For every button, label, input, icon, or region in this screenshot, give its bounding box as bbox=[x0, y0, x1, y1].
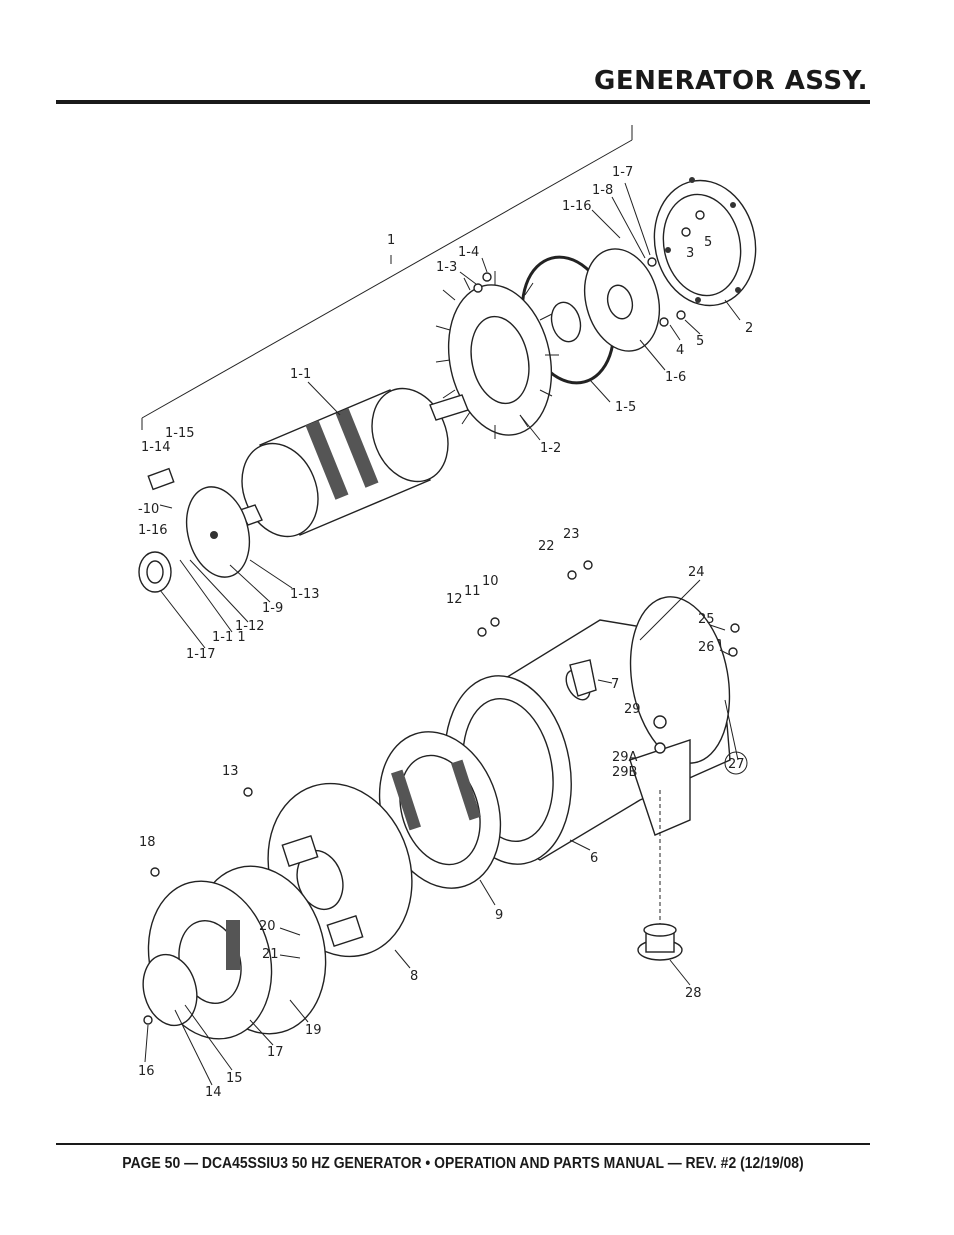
callout-1-16a: 1-16 bbox=[562, 199, 592, 214]
callout-5b: 5 bbox=[696, 334, 704, 349]
callout-22: 22 bbox=[538, 539, 555, 554]
callout-13: 13 bbox=[222, 764, 239, 779]
rear-cover-part bbox=[142, 865, 327, 1040]
callout-7: 7 bbox=[611, 677, 619, 692]
callout-1-3: 1-3 bbox=[436, 260, 457, 275]
rotor-part bbox=[238, 387, 469, 538]
callout-1-13: 1-13 bbox=[290, 587, 320, 602]
callout-1-17: 1-17 bbox=[186, 647, 216, 662]
leader-lines bbox=[144, 182, 741, 1086]
cooling-fan-part bbox=[435, 271, 559, 439]
callout-23: 23 bbox=[563, 527, 580, 542]
callout-1-5: 1-5 bbox=[615, 400, 636, 415]
callout-29B: 29B bbox=[612, 765, 637, 780]
callout-1-2: 1-2 bbox=[540, 441, 561, 456]
callout-25: 25 bbox=[698, 612, 715, 627]
callout-1-16b: 1-16 bbox=[138, 523, 168, 538]
callout-3: 3 bbox=[686, 246, 694, 261]
callout-1-9: 1-9 bbox=[262, 601, 283, 616]
callout-16: 16 bbox=[138, 1064, 155, 1079]
callout-11: 11 bbox=[464, 584, 481, 599]
callout-19: 19 bbox=[305, 1023, 322, 1038]
assembly-bracket bbox=[141, 125, 633, 430]
callout-2: 2 bbox=[745, 321, 753, 336]
callout-26: 26 bbox=[698, 640, 715, 655]
callout-28: 28 bbox=[685, 986, 702, 1001]
callout-12: 12 bbox=[446, 592, 463, 607]
callout-10: 10 bbox=[482, 574, 499, 589]
callout-1-6: 1-6 bbox=[665, 370, 686, 385]
callout-8: 8 bbox=[410, 969, 418, 984]
callout-29: 29 bbox=[624, 702, 641, 717]
end-cover-part bbox=[653, 177, 757, 307]
page-footer: PAGE 50 — DCA45SSIU3 50 HZ GENERATOR • O… bbox=[122, 1155, 804, 1172]
callout-27: 27 bbox=[728, 757, 745, 772]
exciter-plate-part bbox=[138, 467, 251, 593]
callout-1-14: 1-14 bbox=[141, 440, 171, 455]
callout-1: 1 bbox=[387, 233, 395, 248]
footer-rule bbox=[56, 1143, 870, 1145]
callout-18: 18 bbox=[139, 835, 156, 850]
hardware-parts bbox=[143, 210, 740, 1025]
callout-6: 6 bbox=[590, 851, 598, 866]
callout-1-10: -10 bbox=[138, 502, 159, 517]
callout-1-1: 1-1 bbox=[290, 367, 311, 382]
callout-1-8: 1-8 bbox=[592, 183, 613, 198]
callout-4: 4 bbox=[676, 343, 684, 358]
callout-24: 24 bbox=[688, 565, 705, 580]
callout-20: 20 bbox=[259, 919, 276, 934]
callout-21: 21 bbox=[262, 947, 279, 962]
callout-1-12: 1-12 bbox=[235, 619, 265, 634]
callout-29A: 29A bbox=[612, 750, 638, 765]
callout-17: 17 bbox=[267, 1045, 284, 1060]
callout-1-4: 1-4 bbox=[458, 245, 479, 260]
callout-27-circle bbox=[724, 751, 748, 775]
header-rule bbox=[56, 100, 870, 104]
callout-9: 9 bbox=[495, 908, 503, 923]
callout-15: 15 bbox=[226, 1071, 243, 1086]
callout-labels: 1 1-1 1-2 1-3 1-4 1-5 1-6 1-7 1-8 1-16 2… bbox=[138, 165, 753, 1100]
callout-14: 14 bbox=[205, 1085, 222, 1100]
vibration-mount-part bbox=[637, 790, 683, 961]
callout-1-7: 1-7 bbox=[612, 165, 633, 180]
callout-1-15: 1-15 bbox=[165, 426, 195, 441]
exciter-stator-part bbox=[378, 731, 502, 889]
callout-5a: 5 bbox=[704, 235, 712, 250]
page-title: GENERATOR ASSY. bbox=[594, 66, 868, 96]
callout-1-11: 1-1 1 bbox=[212, 630, 246, 645]
